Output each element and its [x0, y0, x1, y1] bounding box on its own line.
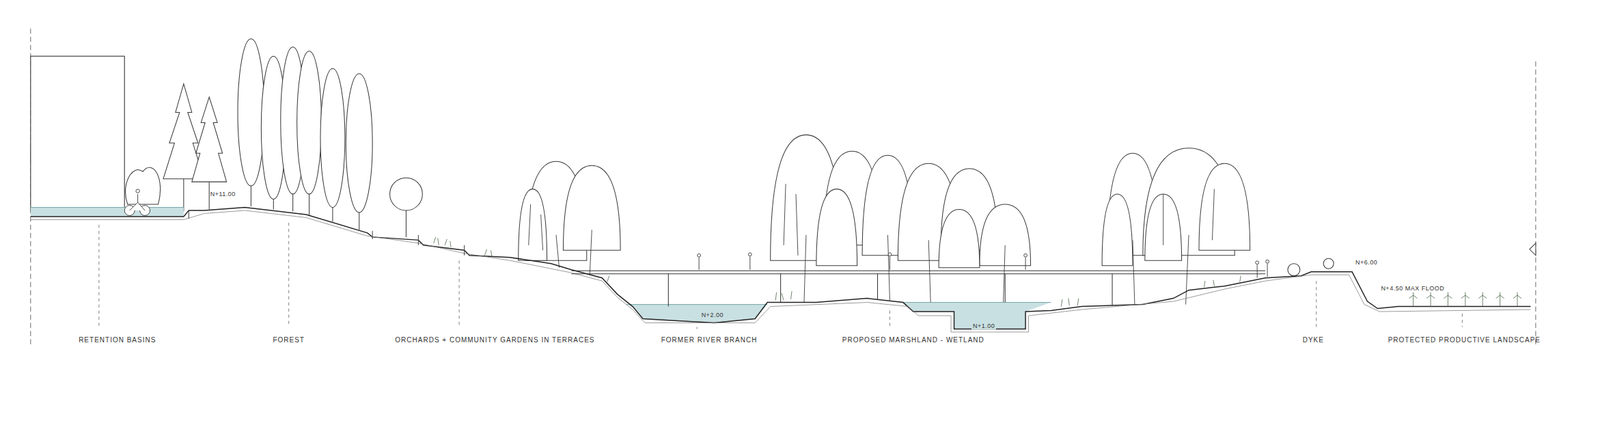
elevation-label: N+11.00: [210, 190, 236, 198]
elevation-label: N+2.00: [700, 311, 725, 319]
label-anchor: DYKE: [1302, 332, 1324, 346]
boardwalk: [571, 270, 1266, 307]
water: [30, 207, 1052, 330]
label-anchor: ORCHARDS + COMMUNITY GARDENS IN TERRACES: [394, 332, 595, 346]
section-markers: [30, 28, 1536, 348]
willow-trunks: [528, 183, 1215, 312]
zone-label: PROPOSED MARSHLAND - WETLAND: [842, 336, 985, 344]
label-anchor: N+2.00: [700, 307, 725, 320]
zone-label: DYKE: [1302, 336, 1324, 344]
zone-label: ORCHARDS + COMMUNITY GARDENS IN TERRACES: [394, 336, 595, 344]
ground-line: [30, 207, 1531, 330]
ground-hatch-line: [30, 210, 1531, 333]
elevation-label: N+4.50 MAX FLOOD: [1379, 284, 1446, 292]
label-anchor: N+4.50 MAX FLOOD: [1379, 280, 1446, 294]
label-anchor: RETENTION BASINS: [78, 332, 156, 346]
leader-lines: [99, 222, 1462, 330]
zone-label: FORMER RIVER BRANCH: [661, 336, 758, 344]
label-anchor: FOREST: [272, 332, 305, 346]
terrace-walls: [188, 210, 464, 256]
people: [124, 189, 1269, 279]
label-anchor: N+11.00: [210, 186, 236, 199]
building: [30, 56, 125, 212]
label-anchor: PROPOSED MARSHLAND - WETLAND: [842, 332, 985, 346]
label-anchor: N+6.00: [1354, 254, 1379, 268]
label-anchor: N+1.00: [971, 318, 997, 331]
vegetation: [433, 237, 1522, 307]
water-lines: [30, 207, 1052, 305]
trees: [125, 38, 1335, 277]
zone-label: PROTECTED PRODUCTIVE LANDSCAPE: [1388, 336, 1541, 344]
zone-label: RETENTION BASINS: [78, 336, 156, 344]
label-anchor: PROTECTED PRODUCTIVE LANDSCAPE: [1388, 332, 1541, 346]
elevation-label: N+1.00: [971, 322, 997, 330]
elevation-label: N+6.00: [1354, 258, 1379, 266]
zone-label: FOREST: [272, 336, 305, 344]
label-anchor: FORMER RIVER BRANCH: [661, 332, 758, 346]
